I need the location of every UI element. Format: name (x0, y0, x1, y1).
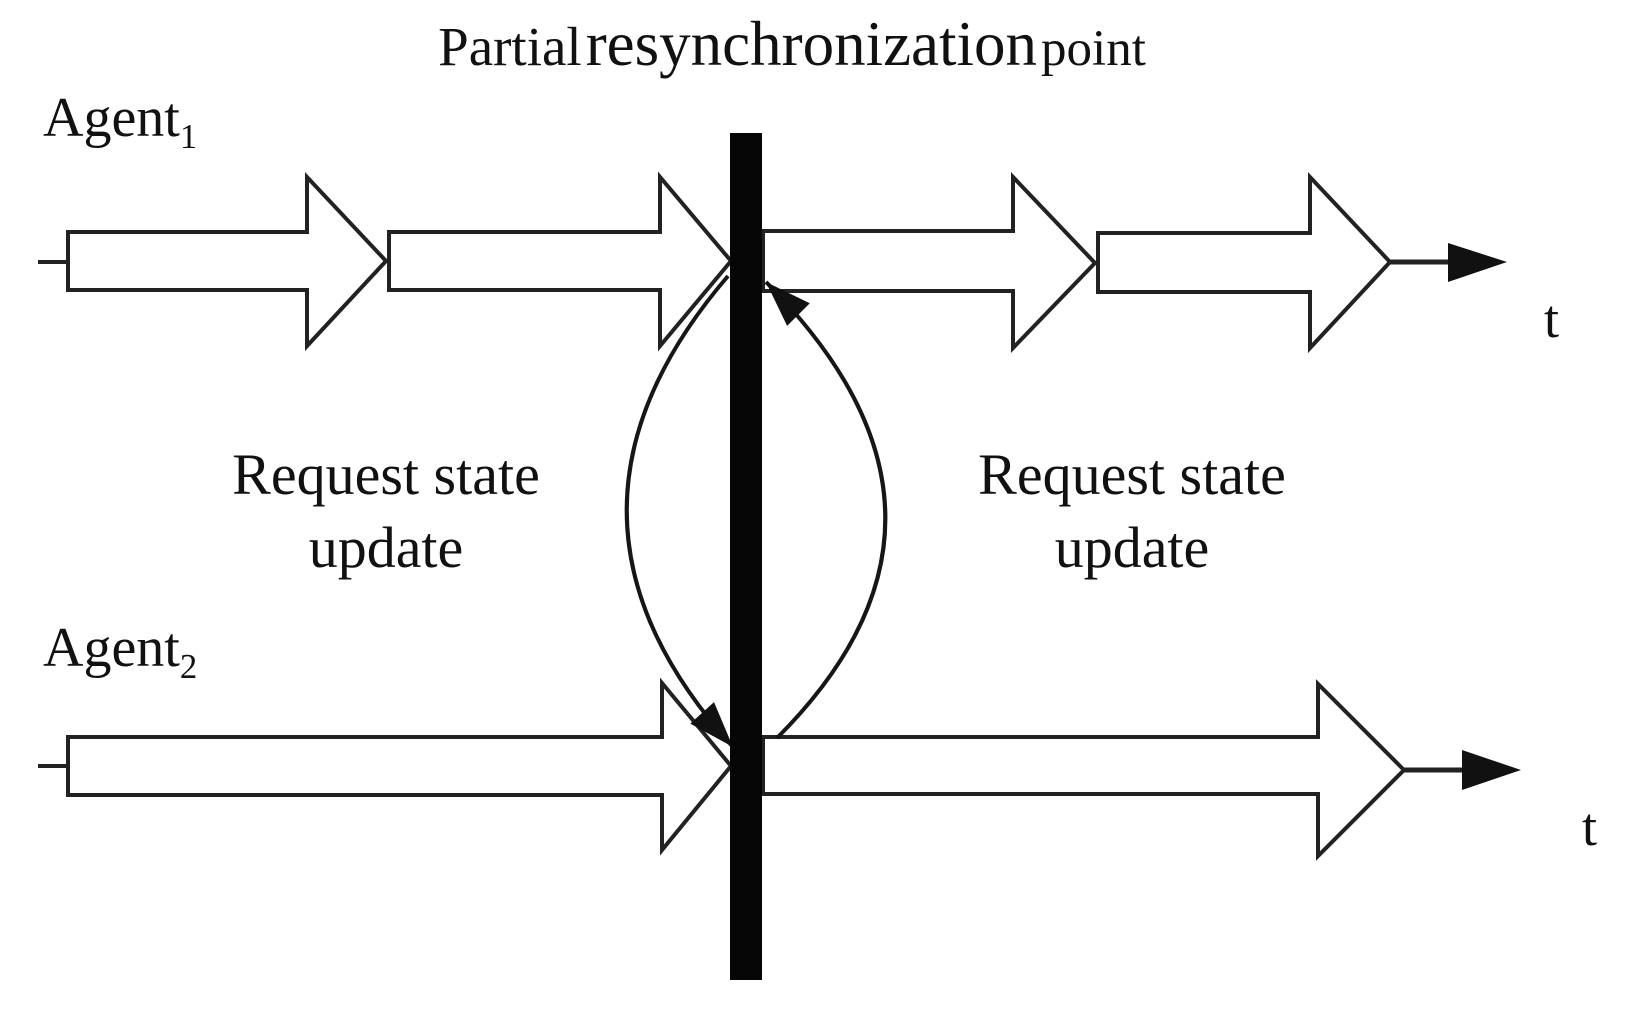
page-title: Partial resynchronization point (0, 8, 1606, 81)
request-state-update-label-left: Request state update (136, 438, 636, 584)
agent1-timeline-segment-2 (387, 171, 734, 352)
agent1-timeline-segment-3 (761, 172, 1098, 353)
agent1-name: Agent (43, 87, 180, 149)
time-axis-label-bottom: t (1582, 797, 1598, 857)
agent2-name: Agent (43, 617, 180, 679)
agent1-time-axis-arrowhead-icon (1448, 243, 1507, 282)
request-right-line1: Request state (978, 442, 1286, 507)
request-left-line2: update (308, 515, 464, 580)
agent1-timeline-segment-4 (1096, 171, 1393, 354)
title-word-3: point (1041, 21, 1146, 77)
agent2-label: Agent2 (43, 616, 197, 684)
agent1-timeline-segment-1 (66, 171, 389, 352)
agent2-subscript: 2 (179, 647, 198, 687)
request-arrow-right (764, 280, 888, 740)
agent1-label: Agent1 (43, 86, 197, 154)
resynchronization-point-bar (730, 133, 762, 980)
agent1-subscript: 1 (179, 117, 198, 157)
agent2-timeline-segment-2 (761, 679, 1407, 861)
time-axis-label-top: t (1544, 289, 1560, 349)
request-state-update-label-right: Request state update (882, 438, 1382, 584)
agent2-time-axis-arrowhead-icon (1462, 750, 1521, 790)
request-right-line2: update (1054, 515, 1210, 580)
request-left-line1: Request state (232, 442, 540, 507)
agent2-timeline-segment-1 (66, 677, 734, 856)
title-word-2: resynchronization (585, 9, 1038, 79)
request-arrow-left (624, 274, 735, 749)
title-word-1: Partial (438, 16, 582, 77)
